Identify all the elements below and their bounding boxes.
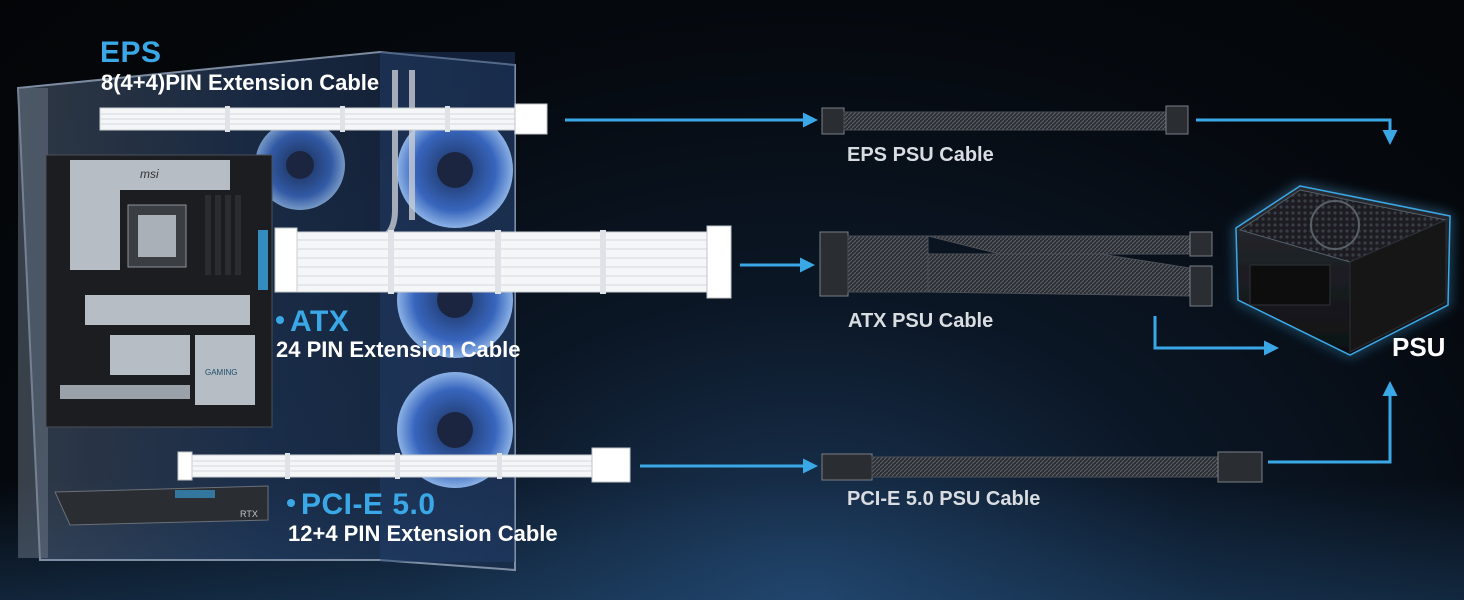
arrow-atx-to-psu [1153,316,1279,356]
atx-psu-cable-label: ATX PSU Cable [848,310,994,332]
pcie-bullet [287,499,295,508]
pcie-title: PCI-E 5.0 [301,488,436,521]
motherboard: msi GAMING [45,154,273,428]
motherboard-badge: GAMING [205,368,237,377]
pcie-title-wrap: PCI-E 5.0 [287,488,436,522]
pcie-subtitle: 12+4 PIN Extension Cable [288,521,558,546]
atx-title: ATX [290,305,350,338]
atx-psu-cable [819,231,1213,307]
atx-title-wrap: ATX [276,305,349,339]
pcie-psu-cable [821,451,1263,483]
graphics-card: RTX [54,485,269,526]
atx-bullet [276,316,284,325]
eps-subtitle: 8(4+4)PIN Extension Cable [101,70,380,95]
eps-extension-cable [99,103,548,135]
atx-subtitle: 24 PIN Extension Cable [276,337,521,362]
case-fan-top [397,112,513,228]
pcie-psu-cable-label: PCI-E 5.0 PSU Cable [847,488,1041,510]
eps-psu-cable [821,105,1189,135]
psu-label: PSU [1392,332,1446,362]
motherboard-brand: msi [140,167,159,181]
psu-unit [1235,185,1451,356]
gpu-label: RTX [240,509,258,519]
atx-extension-cable [274,225,732,299]
case-fan-rear [255,120,345,210]
arrow-pcie-to-psu [1268,381,1398,464]
arrow-eps-to-psu [1196,118,1398,145]
eps-title: EPS [100,36,162,69]
eps-psu-cable-label: EPS PSU Cable [847,144,994,166]
pcie-extension-cable [177,447,631,483]
